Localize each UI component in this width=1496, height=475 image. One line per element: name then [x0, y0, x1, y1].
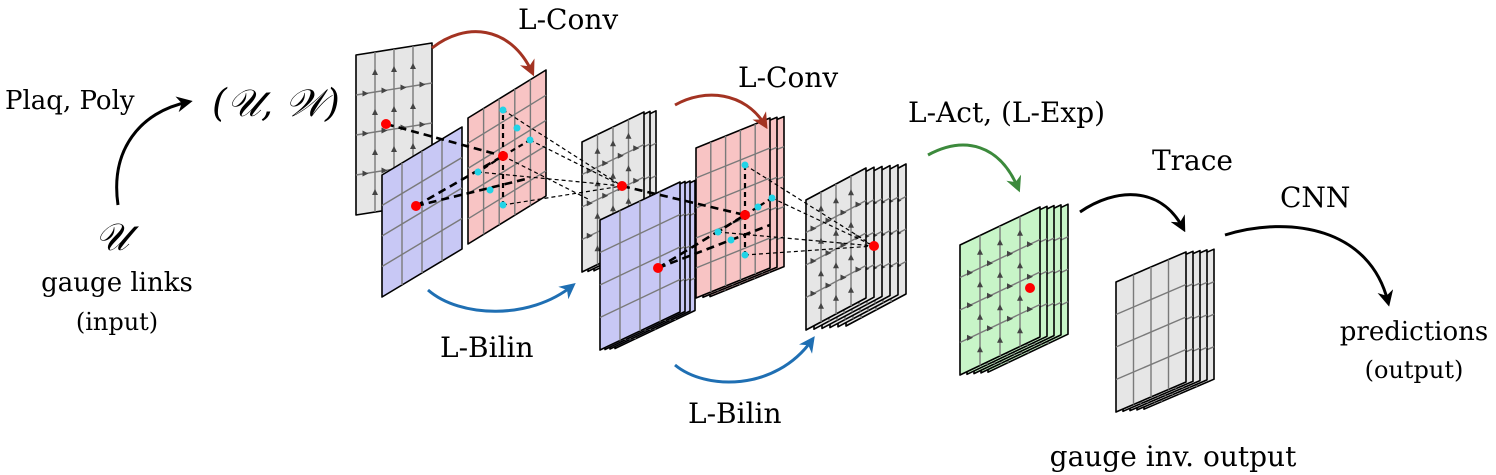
connection-lines: [385, 109, 875, 270]
neighbor-dot: [513, 124, 521, 132]
site-dot: [740, 210, 750, 220]
site-dot: [411, 201, 421, 211]
neighbor-dot: [499, 201, 507, 209]
red-stack-2: [695, 115, 785, 299]
blue-panel-1: [381, 126, 463, 298]
labels: Plaq, Poly (𝒰, 𝒲) 𝒰 gauge links (input) …: [5, 3, 1488, 473]
lact-label: L-Act, (L-Exp): [908, 96, 1105, 129]
red-stack-2-sheet: [695, 117, 771, 299]
cnn-label: CNN: [1280, 181, 1350, 214]
operation-arrows: [115, 30, 1394, 384]
lconv-label-1: L-Conv: [518, 3, 618, 36]
gauge-links-label: gauge links: [41, 268, 193, 298]
input-label: (input): [76, 308, 158, 336]
output-stack: [1115, 248, 1215, 413]
site-dot: [869, 241, 879, 251]
site-dot: [1025, 283, 1035, 293]
neighbor-dot: [486, 186, 494, 194]
lconv-arrow-1: [431, 30, 535, 77]
predictions-label: predictions: [1340, 317, 1488, 347]
gray-stack-3: [805, 163, 907, 331]
lbilin-arrow-2: [674, 336, 815, 384]
lact-arrow: [927, 143, 1022, 193]
lbilin-label-2: L-Bilin: [688, 397, 782, 430]
lbilin-arrow-1: [427, 282, 576, 313]
neighbor-dot: [741, 161, 749, 169]
neighbor-dot: [499, 106, 507, 114]
output-label: (output): [1365, 356, 1464, 384]
site-dot: [653, 263, 663, 273]
neighbor-dot: [727, 236, 735, 244]
site-dot: [617, 181, 627, 191]
neighbor-dot: [768, 194, 776, 202]
lconv-label-2: L-Conv: [738, 61, 838, 94]
lbilin-label-1: L-Bilin: [440, 331, 534, 364]
site-dot: [498, 151, 508, 161]
site-dot: [381, 119, 391, 129]
cnn-arrow: [1224, 225, 1394, 307]
neighbor-dot: [714, 228, 722, 236]
neighbor-dot: [474, 168, 482, 176]
trace-label: Trace: [1152, 144, 1233, 177]
green-stack-4-sheet: [959, 206, 1041, 376]
trace-arrow: [1079, 193, 1186, 233]
neighbor-dot: [741, 251, 749, 259]
site-dots: [381, 106, 1035, 293]
lconv-arrow-2: [674, 93, 768, 130]
neighbor-dot: [526, 136, 534, 144]
input-arrow: [115, 96, 193, 206]
gauge-inv-output-label: gauge inv. output: [1050, 440, 1297, 473]
neighbor-dot: [754, 203, 762, 211]
green-stack-4: [959, 203, 1069, 376]
output-stack-sheet: [1115, 251, 1187, 413]
plaq-poly-label: Plaq, Poly: [5, 86, 135, 116]
input-symbol: 𝒰: [95, 215, 139, 259]
input-set-label: (𝒰, 𝒲): [212, 81, 340, 125]
